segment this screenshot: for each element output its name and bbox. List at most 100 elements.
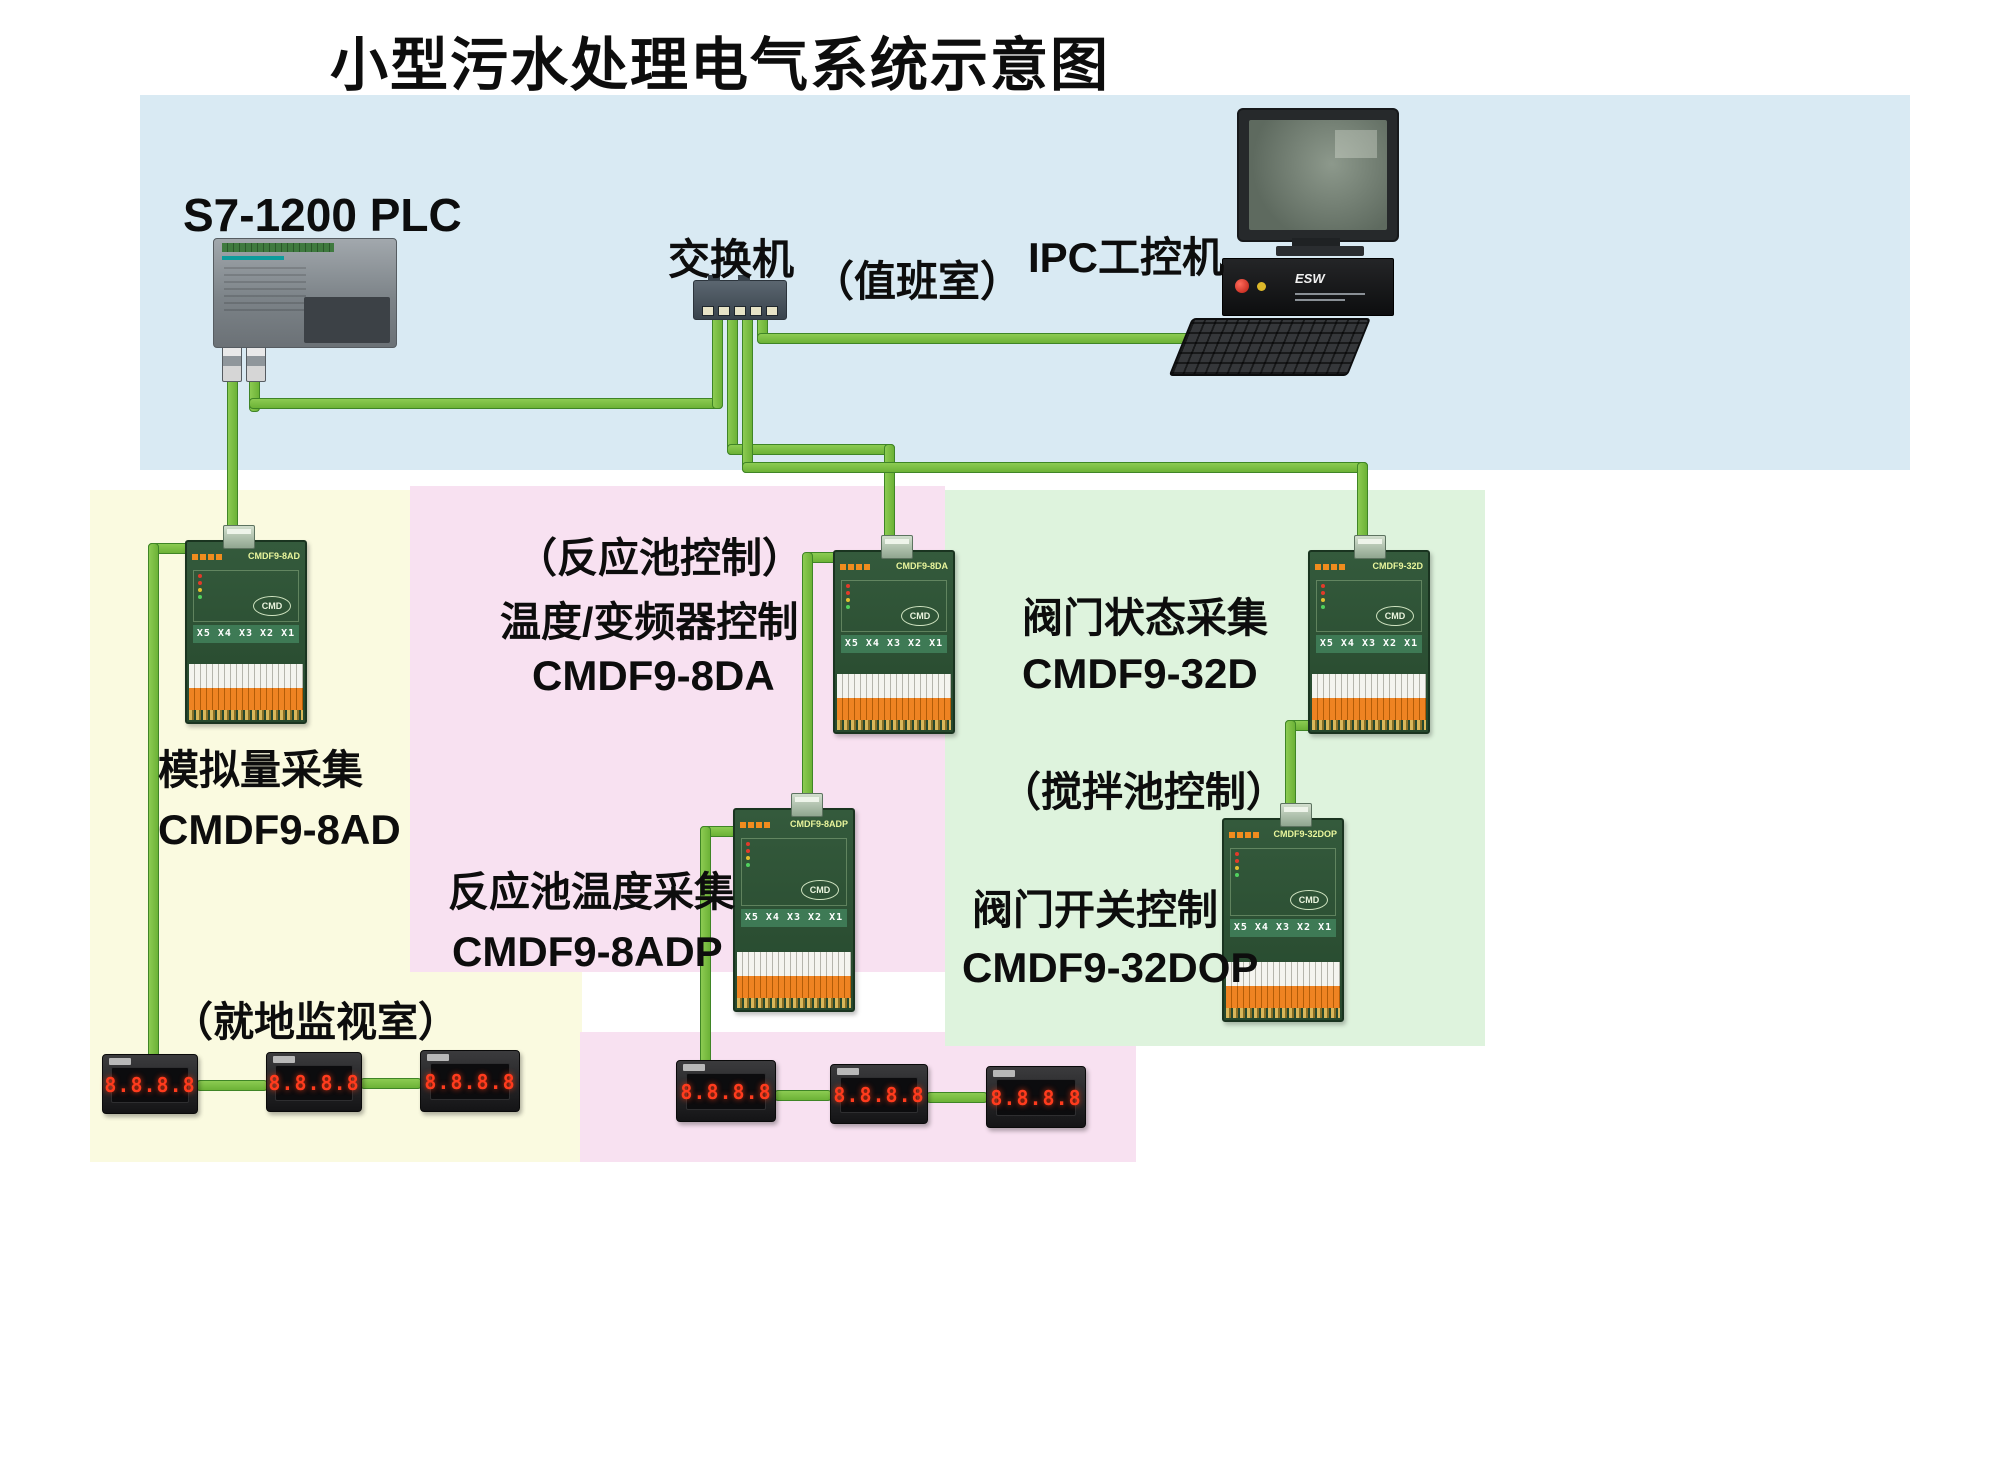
ethernet-cable-segment: [742, 462, 1368, 473]
plc-terminal-cover: [304, 297, 390, 343]
terminal-blocks: [1226, 962, 1340, 1018]
bus-connector: [881, 535, 913, 559]
ethernet-cable-segment: [727, 316, 738, 455]
monitor-stand: [1276, 246, 1364, 256]
digital-panel-meter: 8.8.8.8: [830, 1064, 928, 1124]
ethernet-cable-segment: [712, 316, 723, 409]
plc-device: [213, 238, 397, 348]
meter-digits: 8.8.8.8: [833, 1082, 925, 1107]
status-leds: [742, 842, 846, 867]
digital-panel-meter: 8.8.8.8: [986, 1066, 1086, 1128]
ipc-panel-text: ESW: [1295, 271, 1325, 286]
meter-label-tag: [683, 1064, 705, 1071]
meter-cable-segment: [148, 543, 159, 1062]
meter-label-tag: [837, 1068, 859, 1075]
bus-connector: [223, 525, 255, 549]
ipc-monitor: [1237, 108, 1399, 242]
duty-room-label: （值班室）: [812, 258, 1023, 305]
plc-terminal-strip: [222, 243, 334, 252]
model-32dop-label: CMDF9-32DOP: [962, 944, 1259, 991]
mixing-room-label: （搅拌池控制）: [1000, 769, 1287, 815]
terminal-blocks: [1312, 674, 1426, 730]
module-print-label: CMDF9-8ADP: [789, 819, 848, 829]
ethernet-cable-segment: [757, 333, 1195, 344]
meter-label-tag: [427, 1054, 449, 1061]
module-cmdf9-8adp: CMDF9-8ADP CMD X5 X4 X3 X2 X1: [733, 793, 855, 1012]
meter-display: 8.8.8.8: [104, 1066, 195, 1103]
module-print-label: CMDF9-32DOP: [1273, 829, 1337, 839]
module-face: CMD: [741, 838, 847, 906]
module-face: CMD: [841, 580, 947, 632]
brand-dots: [740, 815, 772, 833]
brand-dots: [192, 547, 224, 565]
meter-display: 8.8.8.8: [680, 1073, 771, 1111]
ipc-label: IPC工控机: [1028, 234, 1225, 281]
module-cmdf9-8da: CMDF9-8DA CMD X5 X4 X3 X2 X1: [833, 535, 955, 734]
ipc-keyboard: [1168, 318, 1371, 376]
digital-panel-meter: 8.8.8.8: [266, 1052, 362, 1112]
indicator-lamp: [1257, 282, 1266, 291]
module-face: CMD: [193, 570, 299, 622]
analog-model-label: CMDF9-8AD: [158, 806, 401, 853]
cmd-logo: CMD: [1290, 890, 1328, 910]
cmd-logo: CMD: [1376, 606, 1414, 626]
bus-connector: [791, 793, 823, 817]
power-button-red: [1235, 279, 1249, 293]
ethernet-switch-device: [693, 275, 787, 320]
control-room-zone: [140, 95, 1910, 470]
bus-cable-segment: [802, 552, 813, 802]
meter-cable-segment: [360, 1078, 422, 1089]
diagram-title: 小型污水处理电气系统示意图: [329, 33, 1110, 98]
valve-control-label: 阀门开关控制: [972, 887, 1218, 933]
digital-panel-meter: 8.8.8.8: [420, 1050, 520, 1112]
terminal-group-labels: X5 X4 X3 X2 X1: [1316, 635, 1422, 653]
meter-display: 8.8.8.8: [833, 1076, 924, 1113]
ethernet-cable-segment: [742, 316, 753, 473]
meter-cable-segment: [926, 1092, 988, 1103]
meter-display: 8.8.8.8: [268, 1064, 359, 1101]
meter-digits: 8.8.8.8: [104, 1072, 196, 1097]
local-room-label: （就地监视室）: [172, 999, 459, 1045]
reaction-room-label: （反应池控制）: [516, 535, 803, 581]
status-leds: [194, 574, 298, 599]
bus-connector: [1354, 535, 1386, 559]
terminal-group-labels: X5 X4 X3 X2 X1: [193, 625, 299, 643]
temp-vfd-label: 温度/变频器控制: [500, 599, 799, 645]
meter-cable-segment: [196, 1080, 268, 1091]
cmd-logo: CMD: [901, 606, 939, 626]
analog-function-label: 模拟量采集: [158, 747, 363, 793]
meter-label-tag: [109, 1058, 131, 1065]
plc-vents: [224, 267, 306, 311]
module-print-label: CMDF9-32D: [1372, 561, 1423, 571]
monitor-neck: [1292, 238, 1340, 246]
brand-dots: [1229, 825, 1261, 843]
brand-dots: [840, 557, 872, 575]
bus-cable-segment: [227, 376, 238, 550]
screen-glare: [1335, 130, 1377, 158]
digital-panel-meter: 8.8.8.8: [676, 1060, 776, 1122]
model-8adp-label: CMDF9-8ADP: [452, 928, 723, 975]
model-8da-label: CMDF9-8DA: [532, 652, 775, 699]
module-face: CMD: [1316, 580, 1422, 632]
meter-label-tag: [993, 1070, 1015, 1077]
module-cmdf9-32d: CMDF9-32D CMD X5 X4 X3 X2 X1: [1308, 535, 1430, 734]
terminal-blocks: [837, 674, 951, 730]
terminal-group-labels: X5 X4 X3 X2 X1: [841, 635, 947, 653]
bus-connector: [1280, 803, 1312, 827]
module-print-label: CMDF9-8DA: [895, 561, 948, 571]
model-32d-label: CMDF9-32D: [1022, 650, 1258, 697]
meter-digits: 8.8.8.8: [990, 1085, 1082, 1110]
digital-panel-meter: 8.8.8.8: [102, 1054, 198, 1114]
meter-digits: 8.8.8.8: [680, 1079, 772, 1104]
panel-print-line: [1295, 299, 1345, 301]
meter-digits: 8.8.8.8: [268, 1070, 360, 1095]
switch-ports: [702, 306, 778, 316]
module-print-label: CMDF9-8AD: [247, 551, 300, 561]
status-leds: [842, 584, 946, 609]
plc-label: S7-1200 PLC: [183, 189, 462, 241]
terminal-blocks: [189, 664, 303, 720]
reaction-temp-label: 反应池温度采集: [448, 869, 735, 915]
brand-dots: [1315, 557, 1347, 575]
cmd-logo: CMD: [801, 880, 839, 900]
